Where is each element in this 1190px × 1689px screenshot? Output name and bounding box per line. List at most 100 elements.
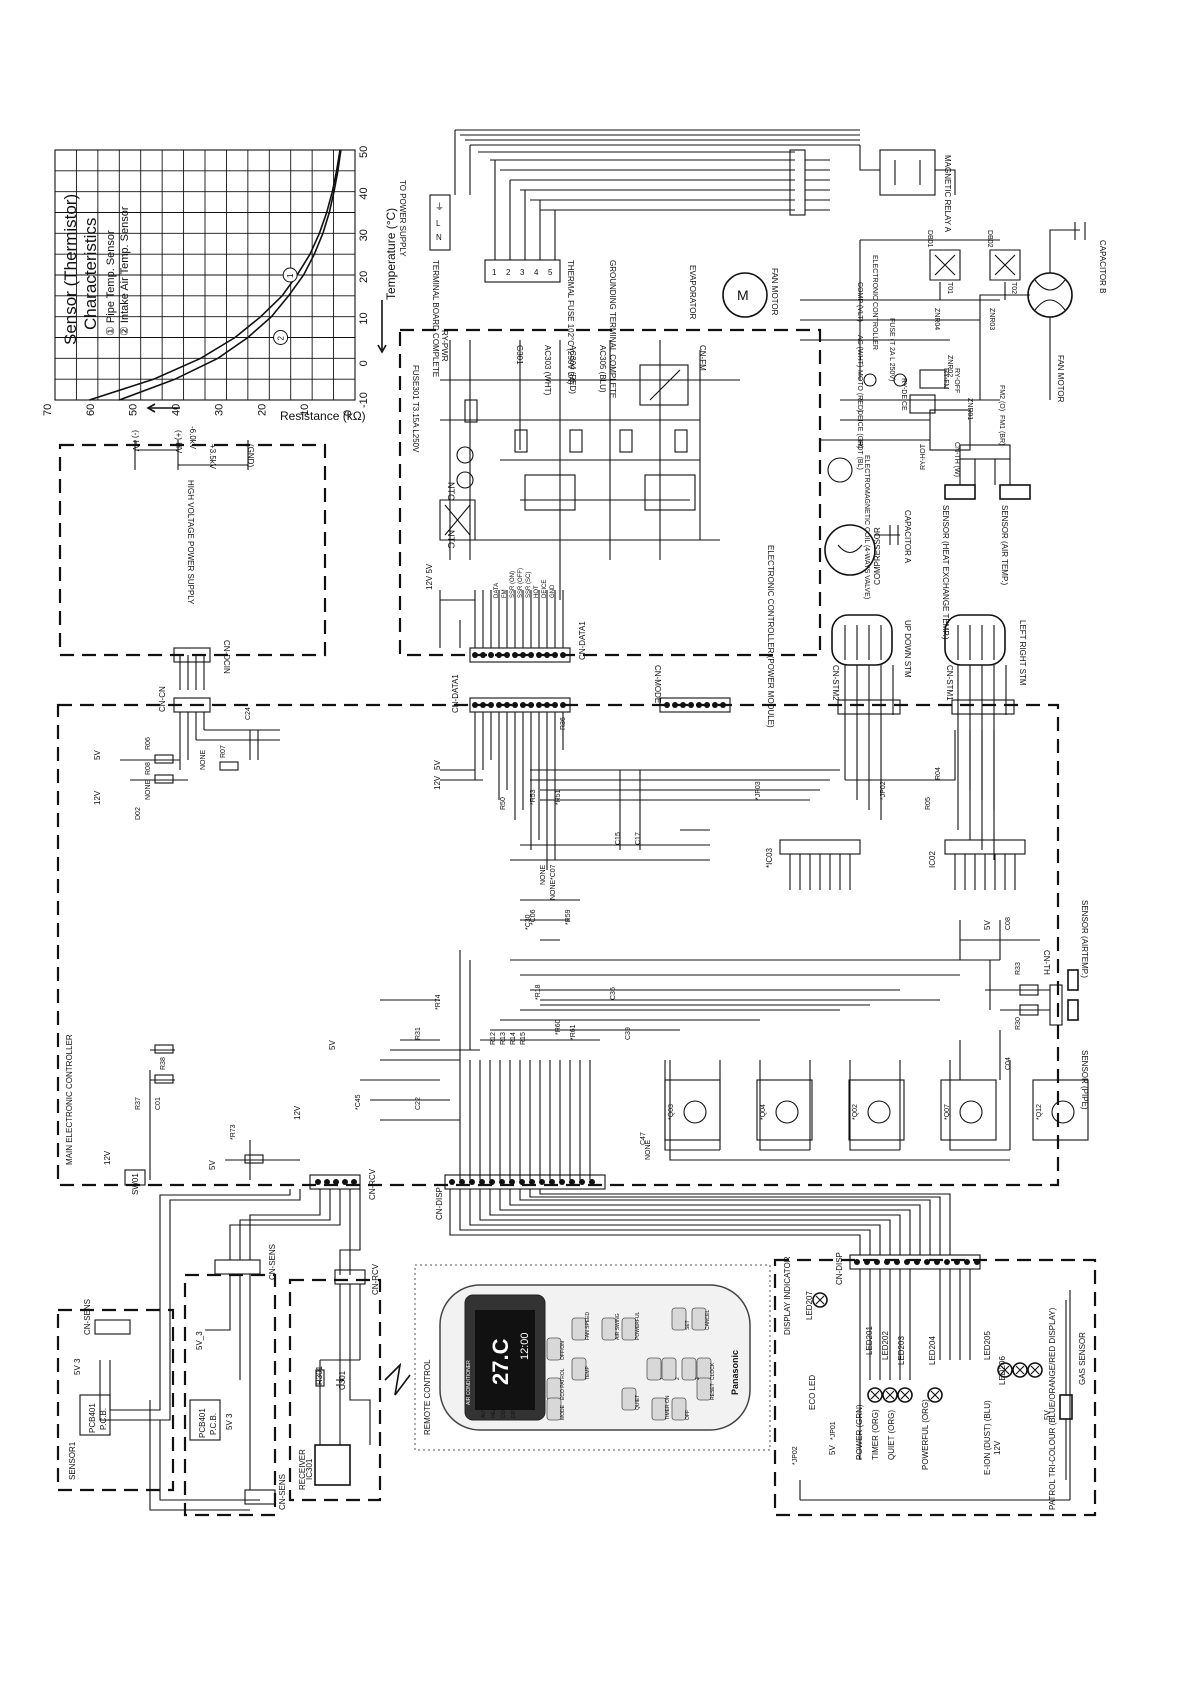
pcb2-label: P.C.B. bbox=[209, 1413, 218, 1435]
up-down-stm-label: UP DOWN STM bbox=[903, 620, 912, 678]
led-cross bbox=[930, 1390, 940, 1400]
cn-sens-s2 bbox=[214, 1259, 261, 1275]
oc-comp: COMP (VLT) bbox=[856, 282, 863, 322]
component-label: R38 bbox=[160, 1057, 167, 1070]
component-label: *R73 bbox=[230, 1124, 237, 1140]
remote-button-label: CANCEL bbox=[705, 1309, 711, 1330]
oc-fm2: FM2 (O) bbox=[998, 385, 1005, 411]
remote-button[interactable] bbox=[671, 1307, 687, 1331]
component-label: C36 bbox=[610, 987, 617, 1000]
chart-x-tick: 30 bbox=[358, 229, 370, 241]
remote-button-label: AIR SWING bbox=[615, 1313, 621, 1340]
eion-led-label: E-ION (DUST) (BLU) bbox=[983, 1400, 992, 1475]
outdoor-unit bbox=[800, 145, 1086, 576]
cn-sens-s3 bbox=[244, 1489, 276, 1505]
remote-button[interactable] bbox=[661, 1357, 677, 1381]
transistor-symbol bbox=[867, 1100, 891, 1124]
supply-bus bbox=[455, 129, 860, 211]
cn-disp-display-pin bbox=[864, 1259, 870, 1265]
component-label: C08 bbox=[1005, 917, 1012, 930]
cn-disp-display-pin bbox=[884, 1259, 890, 1265]
transistor-symbol bbox=[1051, 1100, 1075, 1124]
component-label: R14 bbox=[510, 1032, 517, 1045]
remote-button[interactable] bbox=[646, 1357, 662, 1381]
remote-button[interactable] bbox=[681, 1357, 697, 1381]
data-pin-label: SSR (OFF) bbox=[518, 568, 524, 598]
terminal-block bbox=[484, 259, 561, 283]
cn-data1-bottom bbox=[469, 697, 571, 713]
disp-cable bbox=[449, 1189, 951, 1255]
chart-legend-1: ① Pipe Temp. Sensor bbox=[105, 230, 117, 336]
znr02: ZNR02 bbox=[946, 355, 953, 377]
remote-button-label: MODE bbox=[560, 1404, 566, 1420]
chart-curve-marker bbox=[273, 330, 289, 345]
cn-cn-connector bbox=[173, 697, 211, 713]
led-cross bbox=[815, 1295, 825, 1305]
power-module-internals bbox=[439, 340, 740, 600]
terminal-board-label: TERMINAL BOARD COMPLETE bbox=[431, 260, 440, 377]
cn-disp-display-pin bbox=[934, 1259, 940, 1265]
tb-l: L bbox=[436, 219, 441, 228]
cn-disp-display-pin bbox=[974, 1259, 980, 1265]
rail-label: 12V bbox=[433, 775, 442, 790]
remote-button[interactable] bbox=[671, 1397, 687, 1421]
cn-data1-label: CN-DATA1 bbox=[451, 674, 460, 713]
cn-stm2-connector bbox=[837, 699, 901, 715]
remote-button[interactable] bbox=[571, 1317, 587, 1341]
remote-button[interactable] bbox=[621, 1317, 637, 1341]
remote-button[interactable] bbox=[546, 1397, 562, 1421]
cn-disp-pin bbox=[569, 1179, 575, 1185]
cn-disp-disp-label: CN-DISP bbox=[835, 1252, 844, 1285]
remote-button[interactable] bbox=[691, 1307, 707, 1331]
led-symbol bbox=[1012, 1362, 1028, 1378]
remote-button[interactable] bbox=[546, 1337, 562, 1361]
transistor-box bbox=[756, 1079, 813, 1141]
ry-hot-relay bbox=[929, 409, 971, 451]
main-controller-label: MAIN ELECTRONIC CONTROLLER bbox=[65, 1034, 74, 1165]
chart-x-tick: -10 bbox=[358, 392, 370, 408]
remote-button-label: QUIET bbox=[635, 1395, 641, 1410]
terminal-number: 5 bbox=[548, 268, 553, 277]
remote-button[interactable] bbox=[546, 1377, 562, 1401]
remote-button[interactable] bbox=[621, 1387, 637, 1411]
cn-disp-pin bbox=[449, 1179, 455, 1185]
outdoor-terminal bbox=[789, 149, 806, 216]
cn-data1-pin bbox=[560, 702, 566, 708]
ic02-chip bbox=[944, 839, 1026, 855]
remote-button[interactable] bbox=[696, 1357, 712, 1381]
led-symbol bbox=[997, 1362, 1013, 1378]
component-label: R30 bbox=[1015, 1017, 1022, 1030]
remote-button[interactable] bbox=[571, 1357, 587, 1381]
sensor-pipe-symbol bbox=[1067, 999, 1079, 1021]
led-symbol bbox=[1027, 1362, 1043, 1378]
hv-6kv-label: -6.0kV bbox=[188, 426, 197, 450]
component-label: C47 bbox=[640, 1132, 647, 1145]
transistor-box bbox=[1032, 1079, 1089, 1141]
remote-button[interactable] bbox=[651, 1397, 667, 1421]
db02: DB02 bbox=[986, 230, 993, 248]
sw01-switch[interactable] bbox=[124, 1169, 146, 1186]
pcb401a-box bbox=[79, 1394, 111, 1436]
remote-button[interactable] bbox=[696, 1377, 712, 1401]
tb-n: N bbox=[436, 233, 442, 242]
component-label: NONE bbox=[645, 1139, 652, 1160]
transistor-symbol bbox=[959, 1100, 983, 1124]
remote-button[interactable] bbox=[601, 1317, 617, 1341]
remote-brand: Panasonic bbox=[730, 1350, 740, 1395]
magnetic-relay-label: MAGNETIC RELAY A bbox=[943, 155, 952, 233]
v53a-label: 5V 3 bbox=[73, 1358, 82, 1375]
cn-data1-pin bbox=[504, 702, 510, 708]
sensor-heat-label: SENSOR (HEAT EXCHANGE TEMP.) bbox=[941, 505, 950, 640]
ntc2-label: NTC bbox=[446, 530, 456, 549]
remote-button-label: ECO PATROL bbox=[560, 1368, 566, 1400]
led204-label: LED204 bbox=[928, 1336, 937, 1365]
cn-th-connector bbox=[1049, 984, 1063, 1026]
patrol-label: PATROL TRI-COLOUR (BLUE/ORANGE/RED DISPL… bbox=[1048, 1307, 1057, 1510]
fan-motor-out-label: FAN MOTOR bbox=[1056, 355, 1065, 403]
ntc1-label: NTC bbox=[446, 482, 456, 501]
cn-data1-pin bbox=[472, 702, 478, 708]
remote-top-text: AIR CONDITIONER bbox=[466, 1360, 472, 1405]
terminal-number: 4 bbox=[534, 268, 539, 277]
